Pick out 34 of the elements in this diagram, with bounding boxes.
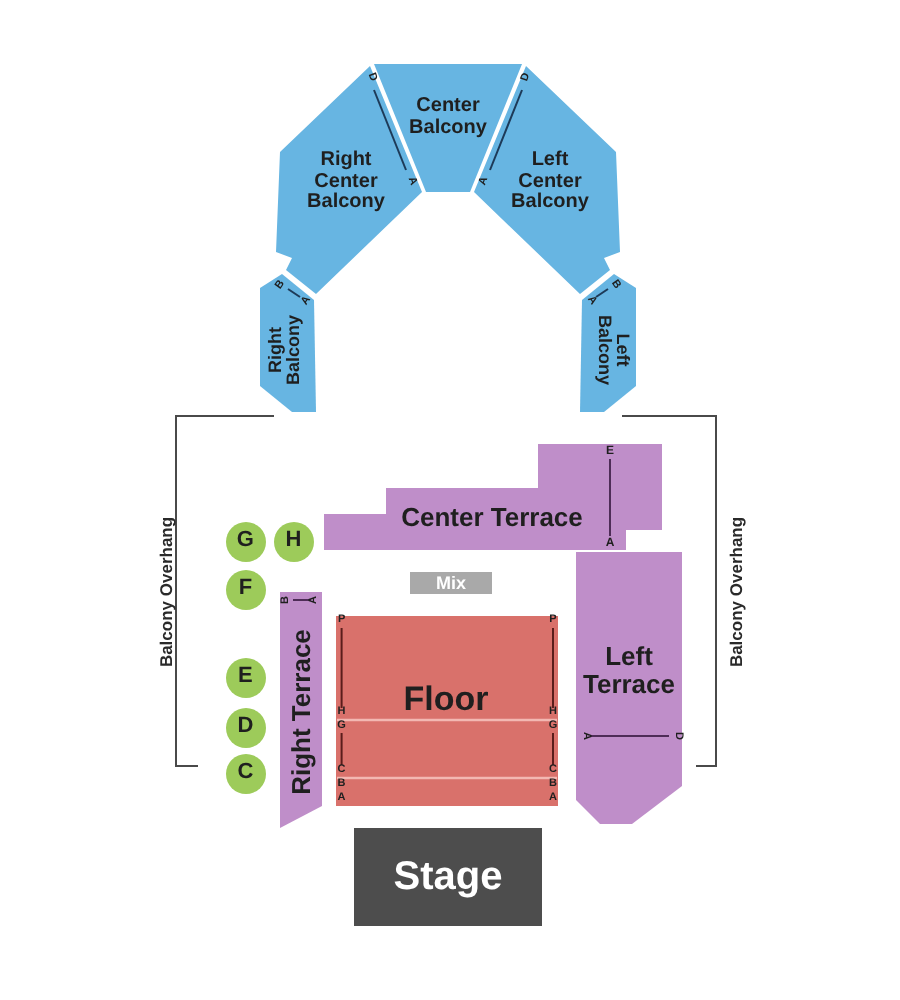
section-label: D <box>237 716 254 740</box>
balcony-section <box>260 274 316 412</box>
section-circle <box>273 521 314 562</box>
section-label: Left Balcony <box>592 312 630 389</box>
section-label: Stage <box>393 856 503 898</box>
section-label: Left Terrace <box>580 642 677 698</box>
section-circle <box>225 708 266 748</box>
overhang-label: Balcony Overhang <box>156 516 174 668</box>
section-label: Mix <box>436 573 466 593</box>
terrace-section <box>280 592 322 828</box>
section-label: Left Center Balcony <box>509 150 591 214</box>
section-circle <box>225 521 266 562</box>
terrace-section <box>576 552 682 824</box>
section-label: Right Balcony <box>266 313 304 390</box>
terrace-section <box>324 444 662 550</box>
section-label: C <box>237 761 254 785</box>
section-label: Center Terrace <box>401 504 583 532</box>
section-label: Floor <box>403 682 489 718</box>
section-circle <box>225 658 266 699</box>
section-label: Right Terrace <box>287 629 315 795</box>
stage-area <box>354 828 542 926</box>
section-label: E <box>238 667 253 691</box>
overhang-label: Balcony Overhang <box>727 516 745 668</box>
balcony-section <box>580 274 636 412</box>
section-label: Center Balcony <box>407 97 489 139</box>
floor-section <box>336 616 558 806</box>
mix-area <box>410 572 492 594</box>
section-label: G <box>236 529 254 553</box>
section-label: Right Center Balcony <box>305 150 387 214</box>
balcony-section <box>374 64 522 192</box>
section-circle <box>225 570 266 610</box>
section-label: H <box>285 529 302 553</box>
section-label: F <box>238 578 253 602</box>
section-circle <box>225 753 266 794</box>
